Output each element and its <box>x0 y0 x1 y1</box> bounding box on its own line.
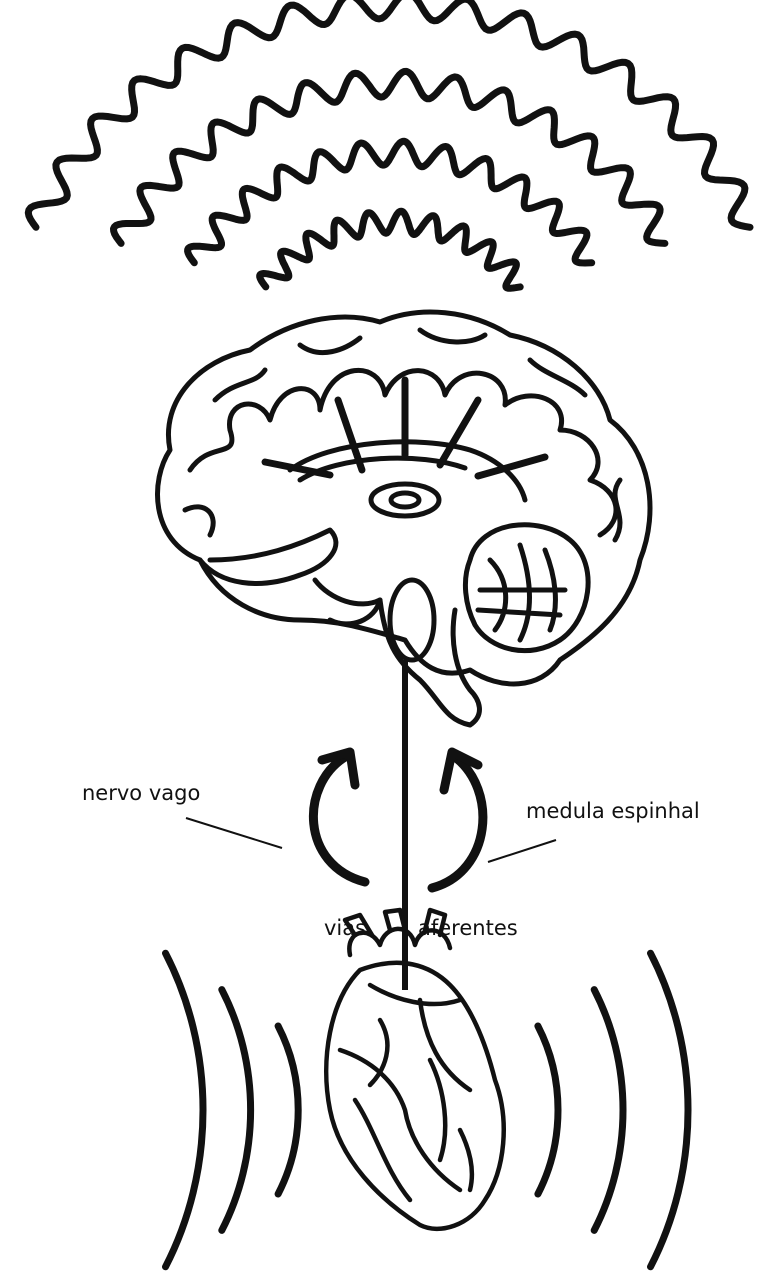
wave-line <box>28 0 750 227</box>
heart-signal-arcs <box>166 953 689 1267</box>
signal-arc <box>594 990 623 1231</box>
signal-arc <box>222 990 251 1231</box>
spinal-leader-line <box>488 840 556 862</box>
vagus-leader-line <box>186 818 282 848</box>
wave-line <box>188 141 592 263</box>
brain-outline <box>158 312 650 684</box>
brain-wave-lines <box>28 0 750 288</box>
signal-arc <box>166 953 204 1267</box>
signal-arc <box>278 1026 298 1194</box>
afferent-arrows <box>313 752 482 888</box>
thalamus <box>371 484 439 516</box>
signal-arc <box>538 1026 558 1194</box>
brainstem <box>380 600 479 725</box>
right-curved-arrow <box>432 757 483 888</box>
label-spinal-cord: medula espinhal <box>526 799 700 823</box>
label-pathways-right: aferentes <box>418 916 518 940</box>
wave-line <box>260 211 521 288</box>
aorta <box>349 929 450 955</box>
signal-arc <box>651 953 689 1267</box>
heart-illustration <box>326 910 503 1229</box>
label-vagus-nerve: nervo vago <box>82 781 200 805</box>
